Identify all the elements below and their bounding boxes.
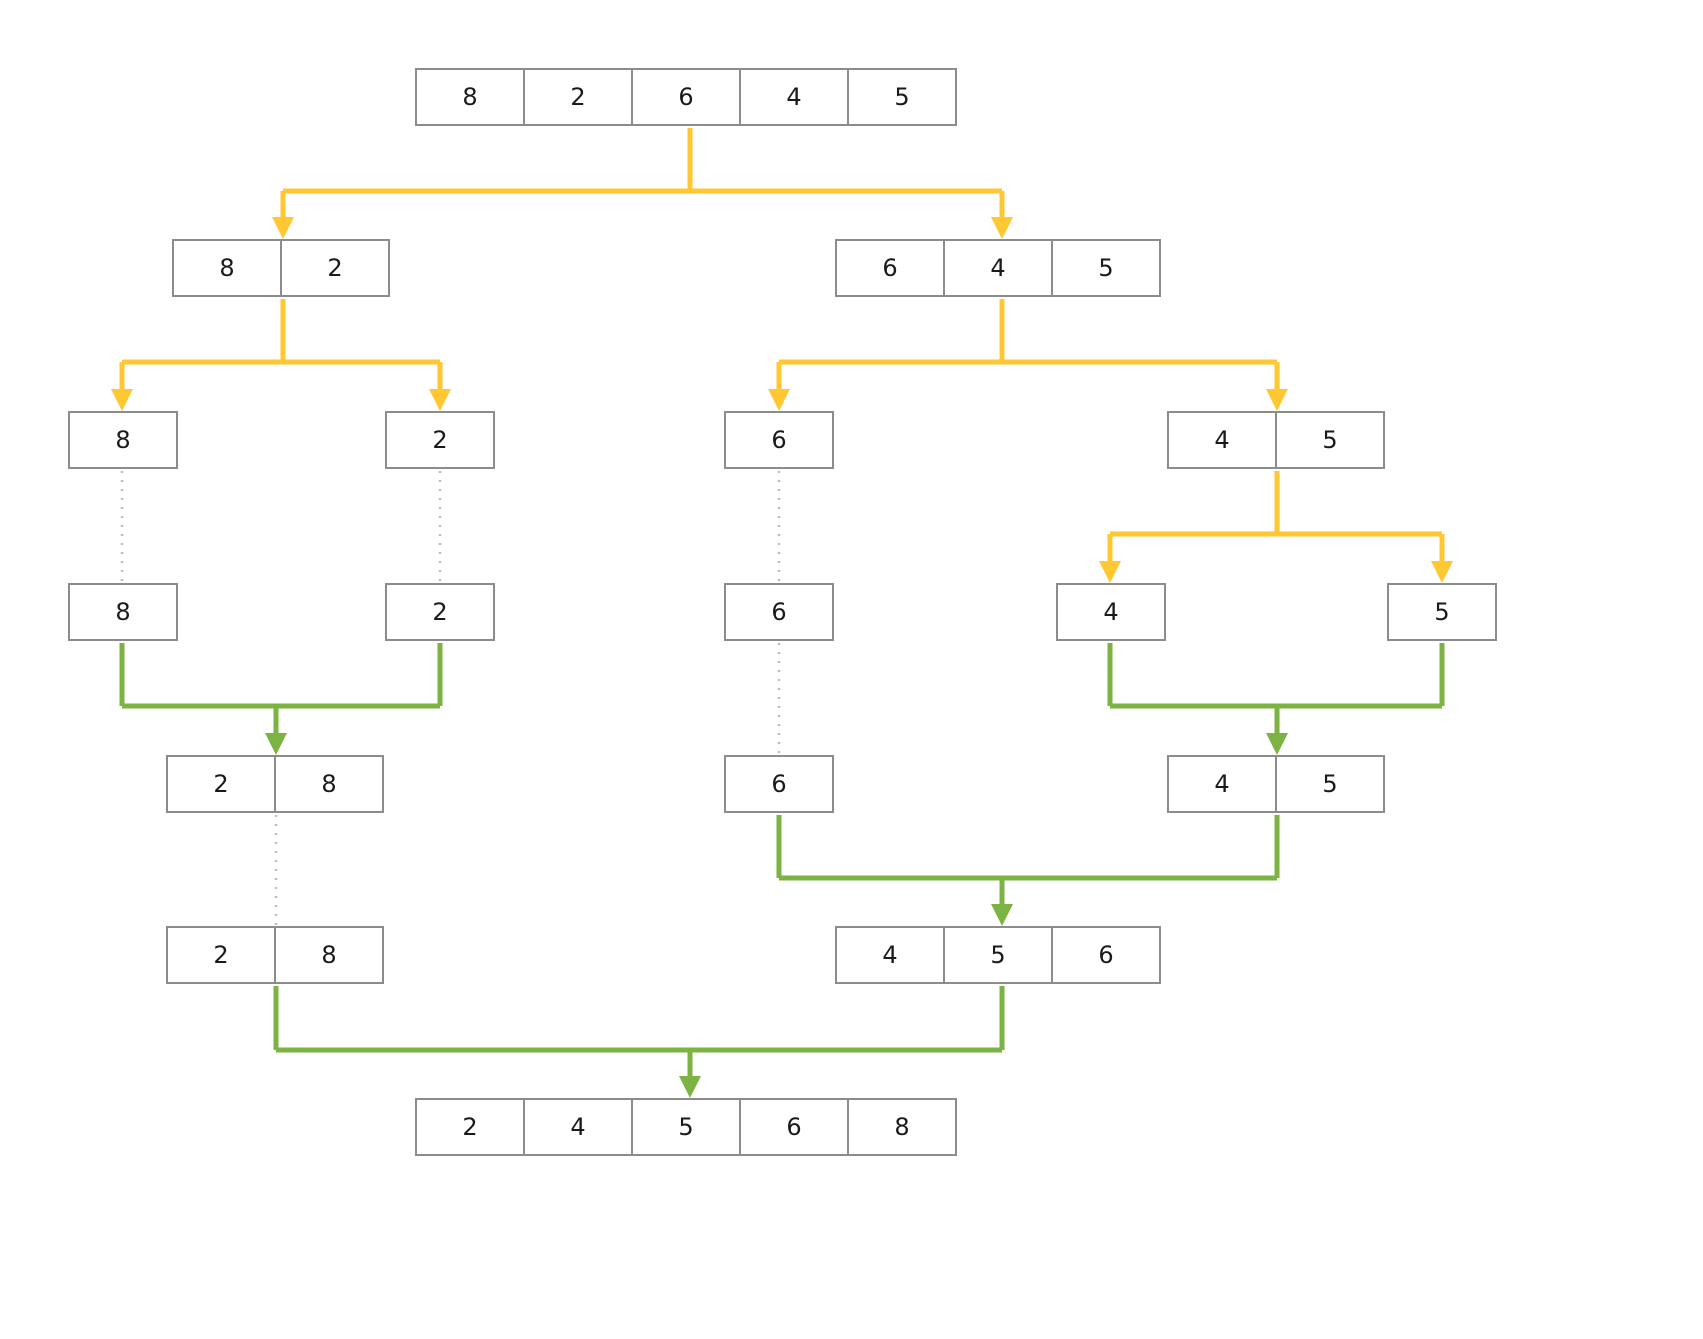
split-arrowhead [991, 217, 1013, 239]
array-node[interactable]: 8 [68, 583, 178, 641]
array-cell[interactable]: 5 [1051, 239, 1161, 297]
array-node[interactable]: 6 [724, 755, 834, 813]
array-cell[interactable]: 6 [835, 239, 945, 297]
array-cell[interactable]: 4 [1167, 411, 1277, 469]
array-node[interactable]: 6 [724, 583, 834, 641]
array-cell[interactable]: 2 [166, 926, 276, 984]
array-cell[interactable]: 8 [68, 583, 178, 641]
array-cell[interactable]: 8 [847, 1098, 957, 1156]
array-cell[interactable]: 2 [280, 239, 390, 297]
array-cell[interactable]: 6 [724, 583, 834, 641]
array-node[interactable]: 8 [68, 411, 178, 469]
array-cell[interactable]: 5 [1275, 755, 1385, 813]
array-node[interactable]: 5 [1387, 583, 1497, 641]
split-arrowhead [272, 217, 294, 239]
split-arrowhead [429, 389, 451, 411]
array-cell[interactable]: 6 [1051, 926, 1161, 984]
array-cell[interactable]: 2 [385, 411, 495, 469]
array-cell[interactable]: 8 [274, 755, 384, 813]
array-cell[interactable]: 8 [68, 411, 178, 469]
array-cell[interactable]: 5 [631, 1098, 741, 1156]
array-node[interactable]: 2 [385, 411, 495, 469]
array-cell[interactable]: 5 [1275, 411, 1385, 469]
array-cell[interactable]: 6 [631, 68, 741, 126]
split-arrowhead [1266, 389, 1288, 411]
array-cell[interactable]: 5 [943, 926, 1053, 984]
array-cell[interactable]: 5 [1387, 583, 1497, 641]
split-arrowhead [1431, 561, 1453, 583]
array-cell[interactable]: 4 [523, 1098, 633, 1156]
array-cell[interactable]: 8 [274, 926, 384, 984]
merge-arrowhead [265, 733, 287, 755]
array-cell[interactable]: 5 [847, 68, 957, 126]
array-cell[interactable]: 6 [724, 411, 834, 469]
array-cell[interactable]: 8 [172, 239, 282, 297]
array-cell[interactable]: 4 [943, 239, 1053, 297]
array-cell[interactable]: 6 [739, 1098, 849, 1156]
array-cell[interactable]: 2 [166, 755, 276, 813]
array-cell[interactable]: 4 [1167, 755, 1277, 813]
array-node[interactable]: 4 [1056, 583, 1166, 641]
array-cell[interactable]: 6 [724, 755, 834, 813]
merge-arrowhead [991, 904, 1013, 926]
array-cell[interactable]: 2 [415, 1098, 525, 1156]
merge-arrowhead [679, 1076, 701, 1098]
array-cell[interactable]: 8 [415, 68, 525, 126]
array-cell[interactable]: 2 [523, 68, 633, 126]
array-cell[interactable]: 4 [1056, 583, 1166, 641]
split-arrowhead [768, 389, 790, 411]
merge-arrowhead [1266, 733, 1288, 755]
array-cell[interactable]: 4 [739, 68, 849, 126]
array-cell[interactable]: 4 [835, 926, 945, 984]
split-arrowhead [1099, 561, 1121, 583]
array-cell[interactable]: 2 [385, 583, 495, 641]
array-node[interactable]: 2 [385, 583, 495, 641]
split-arrowhead [111, 389, 133, 411]
array-node[interactable]: 6 [724, 411, 834, 469]
